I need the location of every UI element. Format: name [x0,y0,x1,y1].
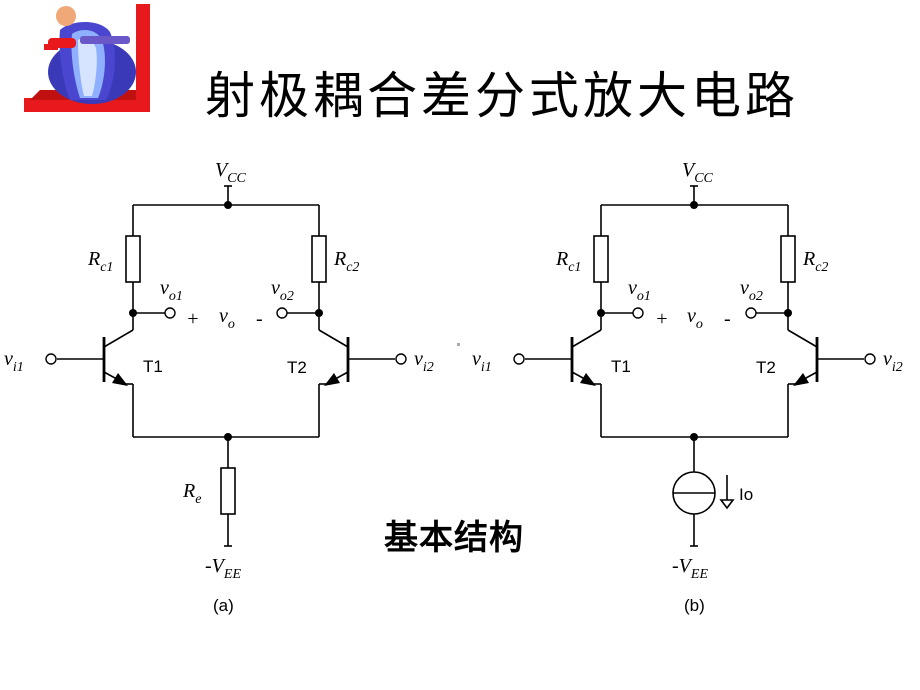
caption-b: (b) [684,596,705,615]
resistor-rc1-b [593,235,609,283]
vi2-label-b: vi2 [883,348,903,375]
vo1-terminal-b [632,307,644,319]
rc2-label-b: Rc2 [802,248,828,275]
circuit-b [525,185,864,547]
t2-label-b: T2 [756,358,776,377]
vo1-label-b: vo1 [628,277,651,304]
vee-label-a: -VEE [205,555,241,582]
t1-label-a: T1 [143,357,163,376]
resistor-rc1-a [125,235,141,283]
vo2-label-a: vo2 [271,277,294,304]
vo2-label-b: vo2 [740,277,763,304]
minus-sign-a: - [256,308,263,330]
slide-title: 射极耦合差分式放大电路 [205,67,799,125]
vcc-label-a: VCC [215,159,247,186]
junction-dots-b [597,201,792,441]
resistor-rc2-b [780,235,796,283]
vee-label-b: -VEE [672,555,708,582]
transistor-t1-a [57,329,134,437]
person-pushing-wall-icon [24,4,150,112]
resistor-re-a [220,467,236,515]
separator-dot [457,343,460,346]
t1-label-b: T1 [611,357,631,376]
vi1-label-b: vi1 [472,348,492,375]
vcc-label-b: VCC [682,159,714,186]
plus-sign-b: + [655,308,669,330]
caption-a: (a) [213,596,234,615]
vi1-label-a: vi1 [4,348,24,375]
rc2-label-a: Rc2 [333,248,359,275]
vi2-terminal-b [864,353,876,365]
current-source-b [672,471,716,515]
vo2-terminal-b [745,307,757,319]
io-label-b: Io [739,485,753,504]
vi2-terminal-a [395,353,407,365]
slide-subtitle: 基本结构 [384,518,524,558]
plus-sign-a: + [186,308,200,330]
re-label-a: Re [182,480,201,507]
circuit-a [57,185,395,547]
vo2-terminal-a [276,307,288,319]
vi2-label-a: vi2 [414,348,434,375]
resistor-rc2-a [311,235,327,283]
vo-label-a: vo [219,305,235,332]
junction-dots-a [129,201,323,441]
vo1-label-a: vo1 [160,277,183,304]
t2-label-a: T2 [287,358,307,377]
vi1-terminal-a [45,353,57,365]
rc1-label-a: Rc1 [87,248,113,275]
minus-sign-b: - [724,308,731,330]
vo1-terminal-a [164,307,176,319]
vo-label-b: vo [687,305,703,332]
vi1-terminal-b [513,353,525,365]
rc1-label-b: Rc1 [555,248,581,275]
